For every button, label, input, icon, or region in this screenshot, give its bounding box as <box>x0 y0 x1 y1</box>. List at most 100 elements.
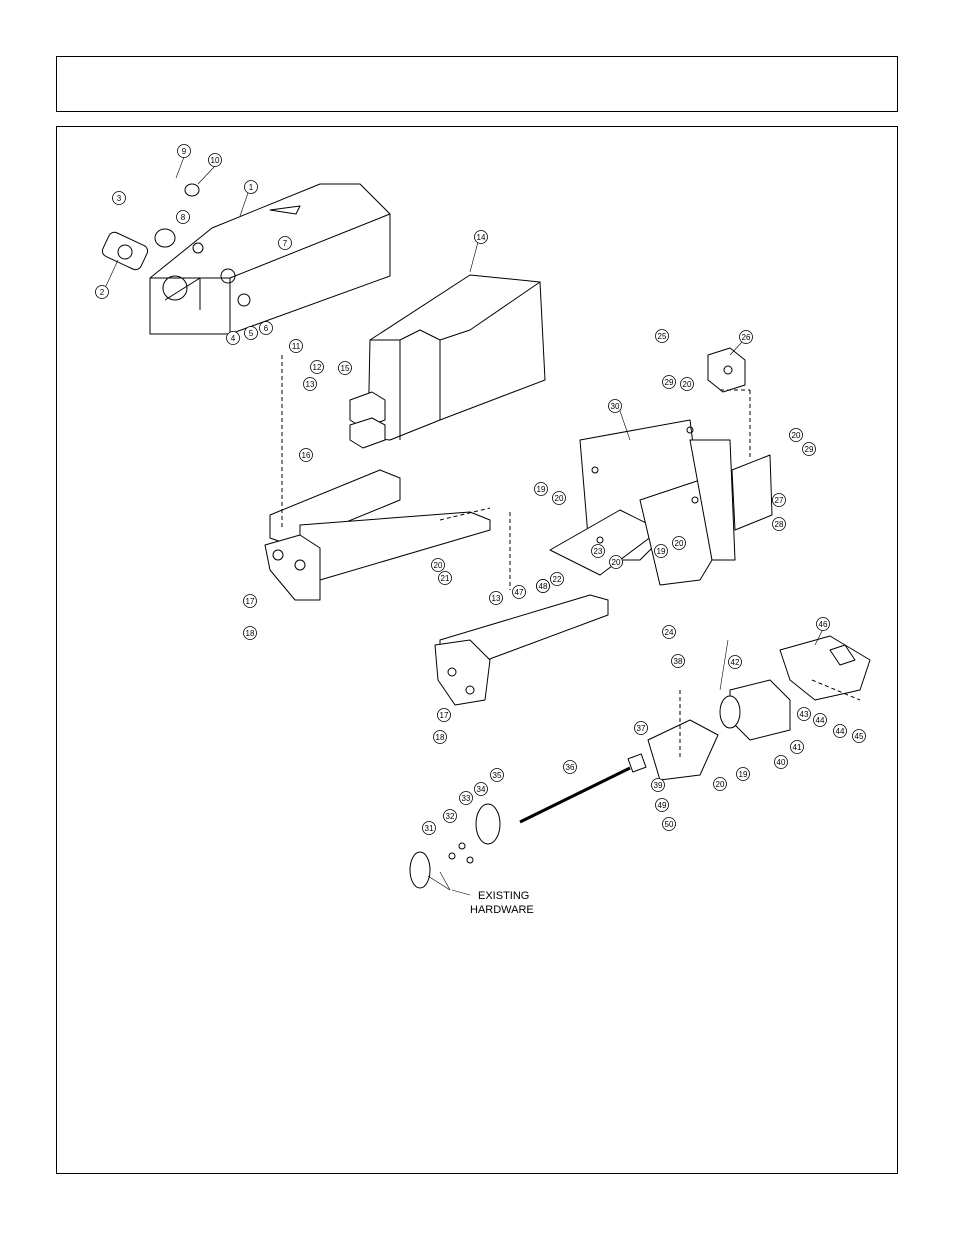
callout-13b: 13 <box>490 592 503 605</box>
existing-hardware-line-2: HARDWARE <box>470 904 534 916</box>
callout-32: 32 <box>444 810 457 823</box>
callout-6: 6 <box>260 322 273 335</box>
callout-29b: 29 <box>803 443 816 456</box>
svg-text:1: 1 <box>249 183 254 192</box>
callout-46a: 46 <box>817 618 830 631</box>
svg-text:39: 39 <box>654 781 663 790</box>
svg-text:44: 44 <box>816 716 825 725</box>
callout-39: 39 <box>652 779 665 792</box>
svg-text:4: 4 <box>231 334 236 343</box>
callout-13: 13 <box>304 378 317 391</box>
callout-20a: 20 <box>681 378 694 391</box>
callout-34: 34 <box>475 783 488 796</box>
callout-7: 7 <box>279 237 292 250</box>
svg-text:18: 18 <box>436 733 445 742</box>
callout-19: 19 <box>535 483 548 496</box>
mount-plate-part <box>550 420 735 585</box>
drive-shaft-part <box>520 754 646 822</box>
svg-text:45: 45 <box>855 732 864 741</box>
callout-33: 33 <box>460 792 473 805</box>
callout-27: 27 <box>773 494 786 507</box>
callout-35: 35 <box>491 769 504 782</box>
callout-48: 48 <box>537 580 550 593</box>
svg-text:29: 29 <box>805 445 814 454</box>
svg-text:31: 31 <box>425 824 434 833</box>
callout-30: 30 <box>609 400 622 413</box>
callout-31: 31 <box>423 822 436 835</box>
svg-text:11: 11 <box>292 342 301 351</box>
callout-1: 1 <box>245 181 258 194</box>
cover-part <box>368 275 545 440</box>
svg-text:13: 13 <box>306 380 315 389</box>
callout-20e: 20 <box>610 556 623 569</box>
callout-21: 21 <box>439 572 452 585</box>
callout-11: 11 <box>290 340 303 353</box>
svg-text:9: 9 <box>182 147 187 156</box>
callout-9: 9 <box>178 145 191 158</box>
svg-text:7: 7 <box>283 239 288 248</box>
tank-shroud-part <box>150 184 390 334</box>
svg-text:28: 28 <box>775 520 784 529</box>
svg-text:41: 41 <box>793 743 802 752</box>
guard-bracket-part <box>780 636 870 700</box>
callout-22: 22 <box>551 573 564 586</box>
svg-text:17: 17 <box>246 597 255 606</box>
callout-49: 49 <box>656 799 669 812</box>
callout-36: 36 <box>564 761 577 774</box>
svg-text:25: 25 <box>658 332 667 341</box>
callout-40: 40 <box>775 756 788 769</box>
svg-text:34: 34 <box>477 785 486 794</box>
callout-25: 25 <box>656 330 669 343</box>
callout-20f: 20 <box>432 559 445 572</box>
svg-text:18: 18 <box>246 629 255 638</box>
svg-text:19: 19 <box>739 770 748 779</box>
svg-text:33: 33 <box>462 794 471 803</box>
svg-text:20: 20 <box>612 558 621 567</box>
svg-text:49: 49 <box>658 801 667 810</box>
callout-20b: 20 <box>790 429 803 442</box>
svg-text:36: 36 <box>566 763 575 772</box>
svg-text:13: 13 <box>492 594 501 603</box>
callout-8: 8 <box>177 211 190 224</box>
svg-text:15: 15 <box>341 364 350 373</box>
svg-text:20: 20 <box>716 780 725 789</box>
pump-assembly-part <box>100 230 149 271</box>
side-bracket-part <box>732 455 772 530</box>
svg-text:30: 30 <box>611 402 620 411</box>
svg-text:27: 27 <box>775 496 784 505</box>
svg-text:32: 32 <box>446 812 455 821</box>
svg-text:20: 20 <box>683 380 692 389</box>
extension-arm-part <box>435 595 608 705</box>
callout-26: 26 <box>740 331 753 344</box>
callout-2: 2 <box>96 286 109 299</box>
svg-text:6: 6 <box>264 324 269 333</box>
existing-hardware-label: EXISTING HARDWARE <box>470 890 534 916</box>
callout-38: 38 <box>672 655 685 668</box>
svg-text:2: 2 <box>100 288 105 297</box>
callout-10: 10 <box>209 154 222 167</box>
callout-29a: 29 <box>663 376 676 389</box>
callout-42: 42 <box>729 656 742 669</box>
svg-text:29: 29 <box>665 378 674 387</box>
valve-block-part <box>708 348 745 392</box>
motor-mount-part <box>648 720 718 780</box>
svg-text:47: 47 <box>515 588 524 597</box>
svg-text:23: 23 <box>594 547 603 556</box>
callout-44b: 44 <box>834 725 847 738</box>
svg-text:20: 20 <box>434 561 443 570</box>
callout-4: 4 <box>227 332 240 345</box>
svg-text:48: 48 <box>539 582 548 591</box>
callout-20d: 20 <box>673 537 686 550</box>
callout-15: 15 <box>339 362 352 375</box>
svg-text:16: 16 <box>302 451 311 460</box>
svg-text:10: 10 <box>211 156 220 165</box>
callout-14: 14 <box>475 231 488 244</box>
svg-text:46: 46 <box>819 620 828 629</box>
svg-text:19: 19 <box>657 547 666 556</box>
svg-text:35: 35 <box>493 771 502 780</box>
callout-19b: 19 <box>655 545 668 558</box>
callout-44a: 44 <box>814 714 827 727</box>
existing-hardware-line-1: EXISTING <box>478 890 529 902</box>
svg-text:43: 43 <box>800 710 809 719</box>
